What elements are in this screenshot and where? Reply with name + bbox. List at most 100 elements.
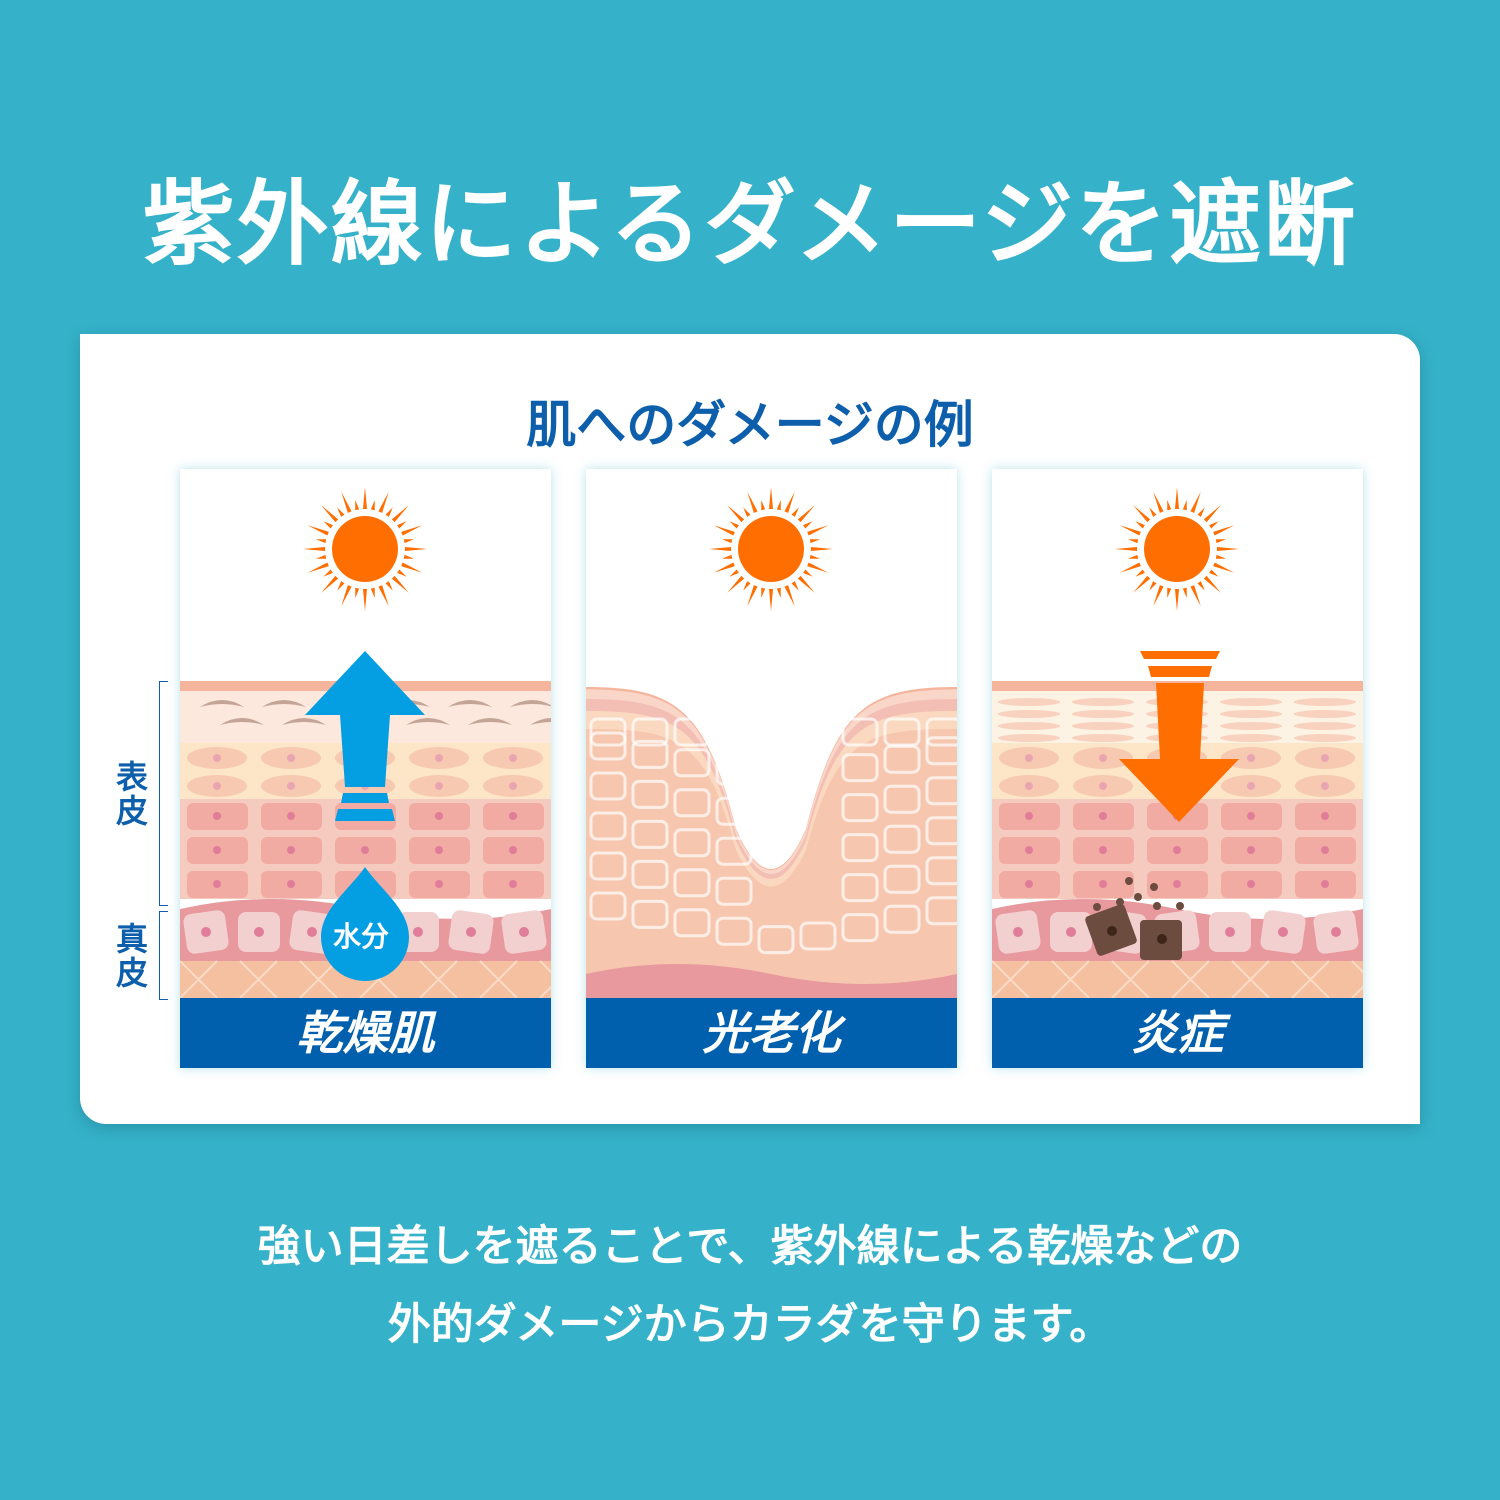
wrinkle-cell (715, 756, 753, 786)
nucleus (1025, 782, 1033, 790)
flat-cell (1294, 734, 1356, 742)
nucleus (1025, 846, 1033, 854)
flat-cell (1220, 698, 1282, 706)
collagen-fiber (1351, 960, 1363, 974)
collagen-fiber (479, 960, 518, 998)
dry-flake (262, 700, 306, 707)
inflammation-particle (1125, 877, 1133, 885)
sun-ray (397, 521, 407, 529)
wrinkle-cell (589, 731, 627, 761)
sun-ray (363, 487, 367, 510)
inflammation-particle (1150, 883, 1158, 891)
card-subtitle: 肌へのダメージの例 (526, 396, 974, 454)
wrinkle-cell (715, 796, 753, 826)
wrinkle-cell (841, 873, 879, 903)
dry-flake (448, 700, 492, 707)
wrinkle-cell (883, 864, 921, 894)
nucleus (509, 846, 517, 854)
sun-ray (1215, 539, 1227, 544)
nucleus (1321, 880, 1329, 888)
wrinkle-cell (673, 788, 711, 818)
flat-cell (998, 734, 1060, 742)
sun-ray (1153, 585, 1164, 607)
nucleus (213, 754, 221, 762)
flat-cell (1072, 710, 1134, 718)
wrinkle-cell (631, 717, 669, 747)
sun-ray (1215, 554, 1227, 559)
panel-photoaging: 光老化 (586, 469, 957, 1068)
nucleus (287, 846, 295, 854)
sun-ray (810, 547, 833, 551)
sun-ray (729, 569, 739, 577)
nucleus (1225, 927, 1235, 937)
dry-flake (530, 718, 551, 725)
nucleus (1107, 926, 1117, 936)
wrinkle-cell (925, 816, 957, 846)
nucleus (1066, 927, 1076, 937)
wrinkle-cell (925, 717, 957, 747)
wrinkle-cell (673, 868, 711, 898)
nucleus (1278, 927, 1288, 937)
sun-ray (403, 554, 415, 559)
nucleus (287, 754, 295, 762)
sun-ray (401, 525, 423, 536)
sun-ray (1213, 525, 1235, 536)
sun-icon (303, 487, 427, 611)
sun-ray (761, 499, 766, 511)
sun-core (738, 516, 804, 582)
nucleus (213, 846, 221, 854)
nucleus (435, 754, 443, 762)
sun-ray (761, 587, 766, 599)
arrow-stripe (1148, 666, 1212, 677)
wrinkle-cell (925, 896, 957, 926)
sun-ray (807, 525, 829, 536)
nucleus (1321, 812, 1329, 820)
sun-ray (337, 507, 345, 517)
flat-cell (1294, 698, 1356, 706)
arrow-stripe (341, 793, 389, 803)
sun-ray (404, 547, 427, 551)
sun-ray (1149, 581, 1157, 591)
nucleus (1013, 927, 1023, 937)
nucleus (1247, 754, 1255, 762)
arrow-stripe (1140, 651, 1220, 659)
wrinkle-cell (673, 828, 711, 858)
nucleus (213, 812, 221, 820)
dry-flake (510, 700, 551, 707)
nucleus (1173, 846, 1181, 854)
epidermis-bracket (159, 681, 168, 906)
nucleus (509, 880, 517, 888)
collagen-fiber (1171, 960, 1210, 998)
wrinkle-cell (841, 833, 879, 863)
sun-ray (1190, 585, 1201, 607)
wrinkle-cell (715, 836, 753, 866)
sun-ray (721, 539, 733, 544)
sun-ray (1175, 487, 1179, 510)
sun-icon (1115, 487, 1239, 611)
sun-ray (391, 505, 409, 523)
collagen-fiber (1231, 960, 1270, 998)
sun-ray (713, 562, 735, 573)
sun-ray (809, 539, 821, 544)
sun-ray (1216, 547, 1239, 551)
epidermis-label: 表皮 (115, 758, 148, 830)
sun-ray (769, 487, 773, 510)
sun-ray (1203, 575, 1221, 593)
nucleus (413, 927, 423, 937)
nucleus (509, 782, 517, 790)
basal-layer (586, 964, 957, 998)
nucleus (1331, 927, 1341, 937)
flat-cell (1220, 710, 1282, 718)
sun-ray (797, 505, 815, 523)
sun-ray (727, 505, 745, 523)
sun-ray (1119, 525, 1141, 536)
sun-ray (1135, 521, 1145, 529)
collagen-fiber (299, 960, 338, 998)
dry-skin-illustration: 水分 (180, 487, 551, 998)
panel-inflammation: 炎症 (992, 469, 1363, 1068)
flat-cell (1294, 722, 1356, 730)
sun-ray (363, 588, 367, 611)
nucleus (1099, 782, 1107, 790)
nucleus (1247, 880, 1255, 888)
sun-ray (791, 507, 799, 517)
